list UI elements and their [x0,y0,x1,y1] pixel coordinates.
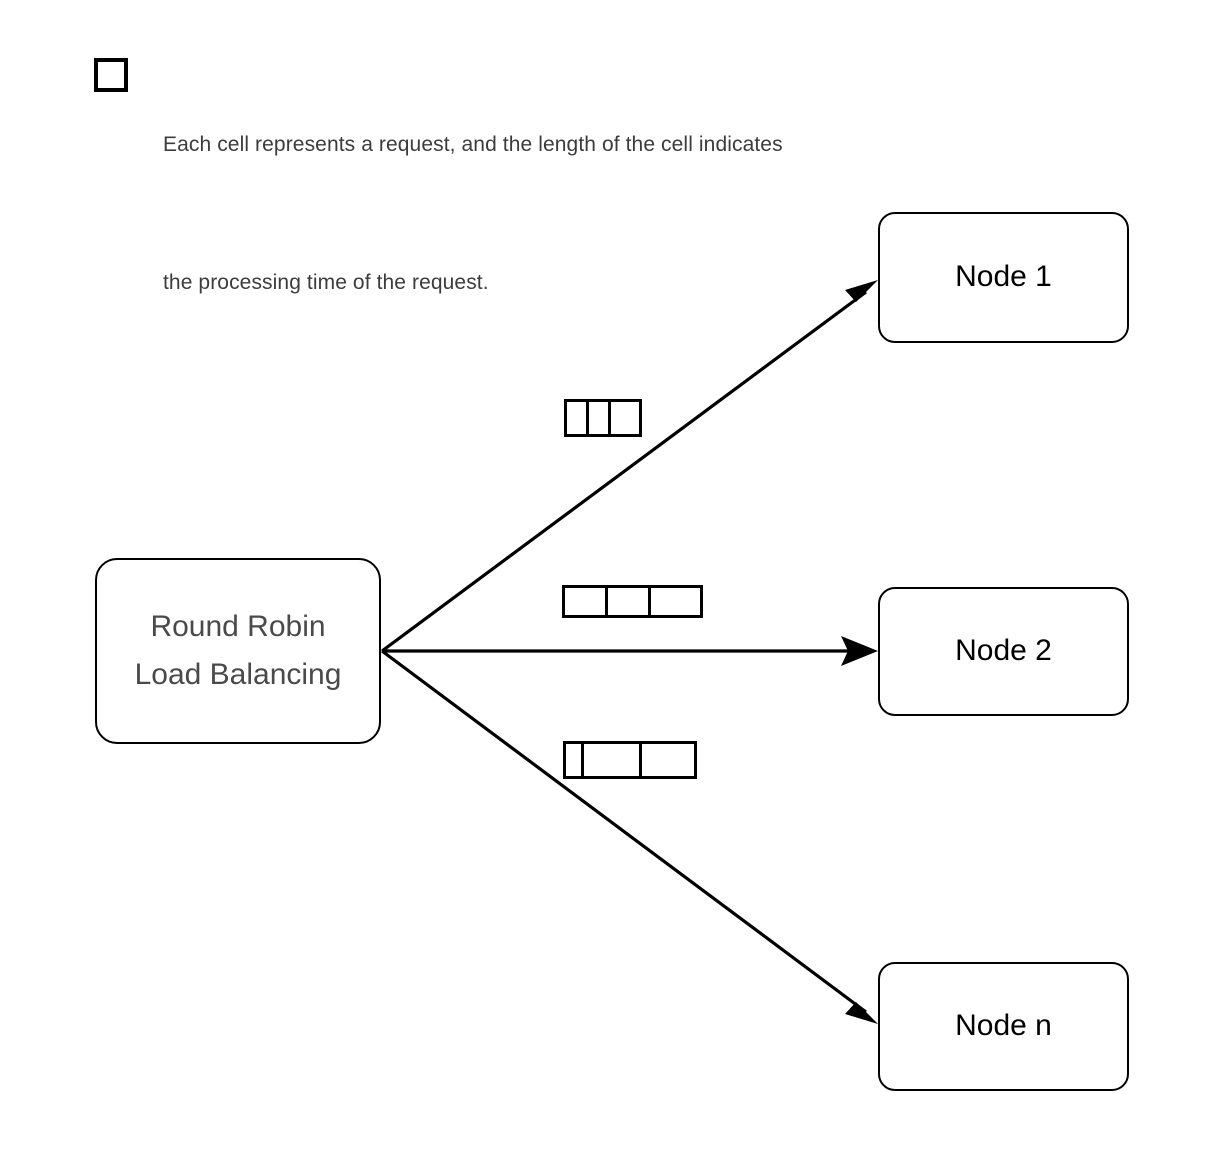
arrowhead-node-n [845,1002,878,1024]
edge-line-node-n [381,649,867,1014]
request-cell [567,402,589,434]
empty-square-icon [94,58,128,92]
arrowhead-node-1 [845,280,878,302]
node-box-node-n[interactable]: Node n [878,962,1129,1091]
legend-caption: Each cell represents a request, and the … [163,30,993,398]
request-cell [642,744,688,776]
request-cell [565,588,608,615]
node-box-node-1[interactable]: Node 1 [878,212,1129,343]
request-cells-node-1 [564,399,642,437]
edge-source-to-node-2 [382,636,878,666]
request-cell [566,744,584,776]
edge-line-node-1 [381,290,867,653]
source-node-round-robin[interactable]: Round Robin Load Balancing [95,558,381,744]
request-cell [589,402,611,434]
node-label-node-n: Node n [955,1009,1052,1043]
request-cell [651,588,694,615]
request-cell [608,588,651,615]
edge-source-to-node-n [381,649,878,1024]
node-box-node-2[interactable]: Node 2 [878,587,1129,716]
edge-source-to-node-1 [381,280,878,653]
legend: Each cell represents a request, and the … [94,30,994,294]
node-label-node-1: Node 1 [955,260,1052,294]
request-cell [584,744,642,776]
request-cell [611,402,633,434]
legend-caption-line-2: the processing time of the request. [163,271,489,294]
request-cells-node-n [563,741,697,779]
node-label-node-2: Node 2 [955,634,1052,668]
arrowhead-node-2 [841,636,878,666]
legend-caption-line-1: Each cell represents a request, and the … [163,133,783,156]
request-cells-node-2 [562,585,703,618]
source-node-label: Round Robin Load Balancing [134,610,342,691]
